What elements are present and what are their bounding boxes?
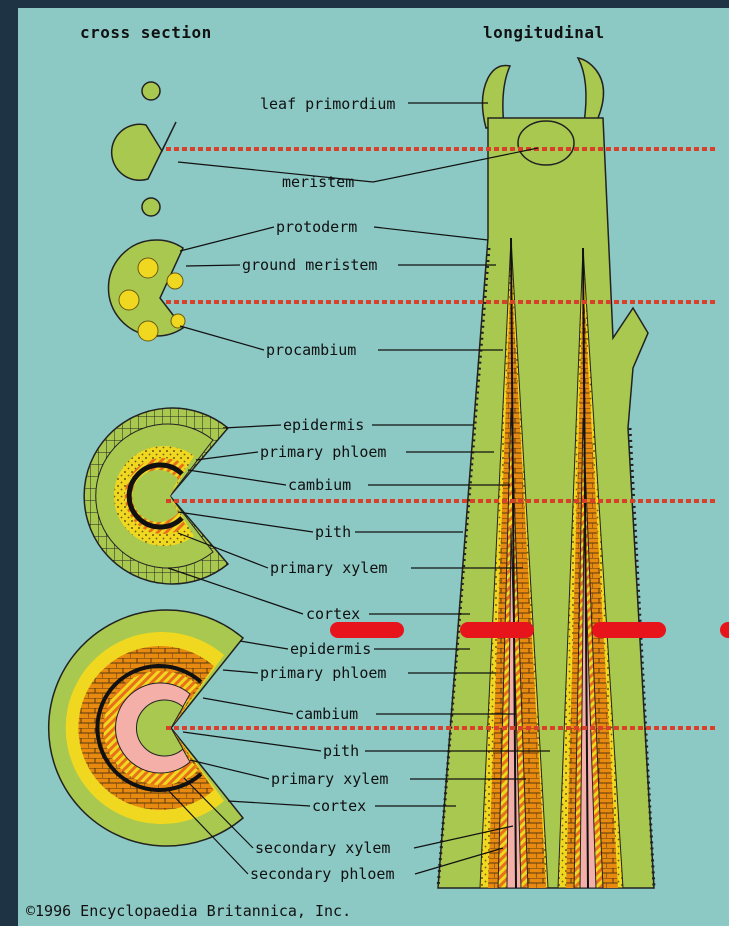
longitudinal-stem — [438, 58, 654, 888]
cross-section-2 — [108, 240, 185, 341]
label-protoderm: protoderm — [276, 218, 357, 236]
label-pith-1: pith — [315, 523, 351, 541]
label-cambium-1: cambium — [288, 476, 351, 494]
label-pith-2: pith — [323, 742, 359, 760]
stem-diagram — [18, 8, 729, 926]
label-ground-meristem: ground meristem — [242, 256, 377, 274]
label-cortex-2: cortex — [312, 797, 366, 815]
label-procambium: procambium — [266, 341, 356, 359]
diagram-panel: cross section longitudinal leaf primordi… — [18, 8, 729, 926]
label-cortex-1: cortex — [306, 605, 360, 623]
label-epidermis-2: epidermis — [290, 640, 371, 658]
highlight-bars — [330, 622, 729, 638]
label-cambium-2: cambium — [295, 705, 358, 723]
label-epidermis-1: epidermis — [283, 416, 364, 434]
cross-section-3 — [84, 408, 228, 584]
label-primary-phloem-1: primary phloem — [260, 443, 386, 461]
header-longitudinal: longitudinal — [483, 23, 605, 42]
label-primary-xylem-1: primary xylem — [270, 559, 387, 577]
label-secondary-phloem: secondary phloem — [250, 865, 395, 883]
cross-section-4 — [49, 610, 243, 846]
copyright-notice: ©1996 Encyclopaedia Britannica, Inc. — [26, 902, 351, 920]
label-secondary-xylem: secondary xylem — [255, 839, 390, 857]
header-cross-section: cross section — [80, 23, 212, 42]
label-primary-xylem-2: primary xylem — [271, 770, 388, 788]
label-leaf-primordium: leaf primordium — [260, 95, 395, 113]
label-meristem: meristem — [282, 173, 354, 191]
label-primary-phloem-2: primary phloem — [260, 664, 386, 682]
